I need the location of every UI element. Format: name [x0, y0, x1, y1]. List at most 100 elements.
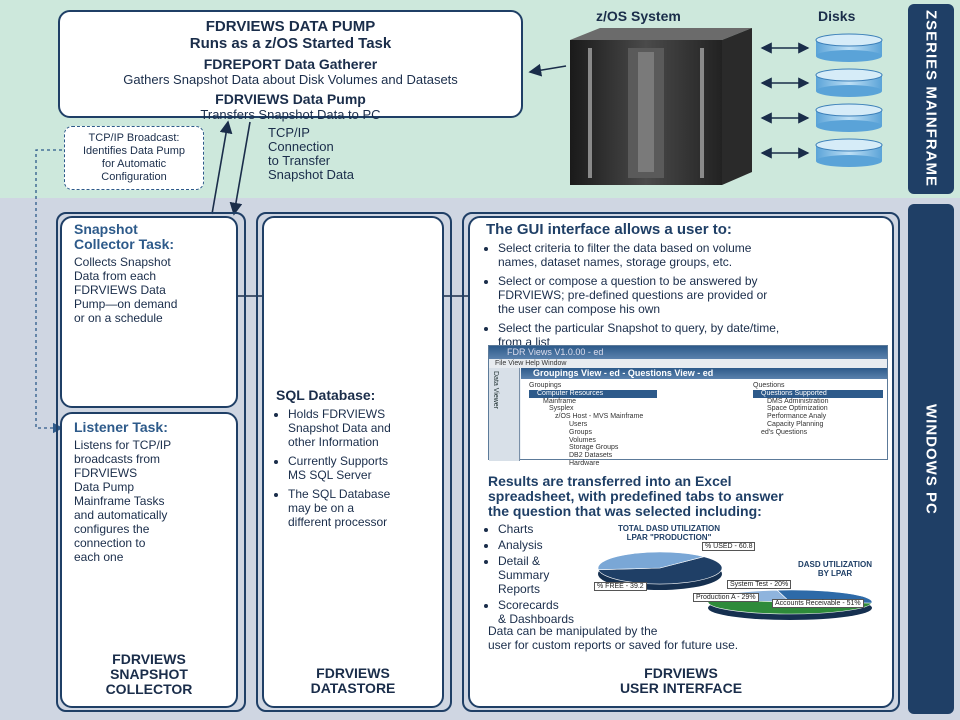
- results-bullet: Charts: [498, 522, 596, 536]
- tree-item: Questions Supported: [753, 389, 883, 398]
- listener-task: Listener Task: Listens for TCP/IP broadc…: [74, 420, 234, 565]
- app-side-tabs: Data Viewer: [489, 368, 520, 461]
- disk-icon: [815, 138, 883, 167]
- results-bullet: Scorecards & Dashboards: [498, 598, 596, 626]
- gatherer-title: FDREPORT Data Gatherer: [203, 56, 378, 72]
- collector-desc-line: Collects Snapshot: [74, 255, 171, 269]
- snapshot-collector-column: [56, 212, 246, 712]
- snapshot-collector-panel: [60, 216, 238, 408]
- results-bullets: Charts Analysis Detail & Summary Reports…: [486, 522, 596, 628]
- tree-item: z/OS Host - MVS Mainframe: [555, 413, 644, 421]
- tree-item: ed's Questions: [761, 428, 808, 436]
- sql-database-title: SQL Database:: [276, 387, 376, 403]
- windows-pc-label: WINDOWS PC: [908, 204, 954, 714]
- pie1-title: TOTAL DASD UTILIZATION LPAR "PRODUCTION": [617, 524, 721, 542]
- server-to-pump-arrow: [528, 63, 567, 77]
- gui-intro: The GUI interface allows a user to: Sele…: [486, 222, 886, 354]
- tree-item: Computer Resources: [529, 389, 657, 398]
- broadcast-line: Identifies Data Pump: [82, 145, 186, 157]
- tree-item: Groups: [569, 428, 592, 436]
- broadcast-dashed-arrow: [35, 149, 64, 434]
- pump-subtitle: Runs as a z/OS Started Task: [189, 35, 392, 52]
- datastore-bullet: Holds FDRVIEWS Snapshot Data and other I…: [288, 407, 440, 449]
- collector-desc-line: Pump—on demand: [74, 297, 178, 311]
- pie-slice: [597, 551, 704, 571]
- results-heading: Results are transferred into an Excel sp…: [488, 473, 784, 519]
- listener-desc-line: each one: [74, 550, 124, 564]
- tree-item: Mainframe: [543, 397, 577, 405]
- listener-desc-line: configures the: [74, 522, 150, 536]
- listener-desc-line: Listens for TCP/IP: [74, 438, 172, 452]
- pie1-label-free: % FREE - 39.2: [594, 582, 647, 591]
- listener-desc-line: broadcasts from: [74, 452, 161, 466]
- tree-item: Space Optimization: [767, 405, 828, 413]
- disk-arrows: [760, 42, 810, 159]
- user-interface-column: [462, 212, 900, 712]
- broadcast-line: TCP/IP Broadcast:: [88, 132, 180, 144]
- datastore-column: [256, 212, 452, 712]
- results-bullet: Detail & Summary Reports: [498, 554, 596, 596]
- pie1-label-used: % USED - 60.8: [702, 542, 756, 551]
- disk-icon: [815, 68, 883, 97]
- footer-line: FDRVIEWS: [644, 665, 718, 681]
- collector-to-pump-arrow: [211, 120, 233, 215]
- results-bullet: Analysis: [498, 538, 596, 552]
- tcpip-broadcast-box: TCP/IP Broadcast: Identifies Data Pump f…: [64, 126, 204, 190]
- tree-item: Hardware: [569, 459, 600, 467]
- tcpip-line: to Transfer: [268, 153, 331, 168]
- broadcast-line: Configuration: [101, 171, 167, 183]
- tcpip-line: TCP/IP: [268, 125, 310, 140]
- tree-item: Sysplex: [549, 405, 574, 413]
- user-interface-panel: [468, 216, 894, 708]
- collector-desc-line: or on a schedule: [74, 311, 163, 325]
- zseries-mainframe-label: ZSERIES MAINFRAME: [908, 4, 954, 194]
- listener-desc-line: Data Pump: [74, 480, 135, 494]
- tree-item: Groupings: [529, 382, 562, 389]
- app-menu-bar: File View Help Window: [489, 359, 887, 368]
- footer-line: SNAPSHOT: [110, 666, 188, 682]
- listener-desc-line: FDRVIEWS: [74, 466, 138, 480]
- tree-item: DB2 Datasets: [569, 452, 613, 460]
- tree-item: Volumes: [569, 436, 596, 444]
- disk-icon: [815, 103, 883, 132]
- datastore-bullet: The SQL Database may be on a different p…: [288, 487, 440, 529]
- disks-label: Disks: [818, 8, 856, 24]
- listener-panel: [60, 412, 238, 708]
- listener-desc-line: and automatically: [74, 508, 168, 522]
- pie2-label-receivable: Accounts Receivable - 51%: [772, 599, 864, 608]
- footer-line: DATASTORE: [310, 680, 396, 696]
- pump-title: FDRVIEWS DATA PUMP: [205, 18, 376, 35]
- zos-system-label: z/OS System: [596, 8, 681, 24]
- tcpip-line: Snapshot Data: [268, 167, 355, 182]
- listener-desc-line: Mainframe Tasks: [74, 494, 165, 508]
- pie-slice: [597, 556, 723, 585]
- fdr-views-app-screenshot: FDR Views V1.0.00 - ed File View Help Wi…: [488, 345, 888, 467]
- collector-footer: FDRVIEWS SNAPSHOT COLLECTOR: [60, 652, 238, 697]
- disk-icon: [815, 33, 883, 62]
- broadcast-line: for Automatic: [101, 158, 167, 170]
- closing-text: Data can be manipulated by the user for …: [488, 624, 739, 652]
- datastore-panel: [262, 216, 444, 708]
- listener-desc-line: connection to: [74, 536, 146, 550]
- gui-bullet: Select or compose a question to be answe…: [498, 274, 886, 316]
- tcpip-line: Connection: [268, 139, 334, 154]
- data-pump-box: FDRVIEWS DATA PUMP Runs as a z/OS Starte…: [58, 10, 523, 122]
- gui-heading: The GUI interface allows a user to:: [486, 221, 732, 238]
- app-title-bar: FDR Views V1.0.00 - ed: [489, 346, 887, 359]
- disk-icons: [815, 33, 883, 167]
- pie1-chart: [597, 551, 723, 590]
- collector-task-title: Collector Task:: [74, 236, 175, 252]
- datastore-bullet: Currently Supports MS SQL Server: [288, 454, 440, 482]
- pie2-label-system-test: System Test - 20%: [727, 580, 792, 589]
- footer-line: FDRVIEWS: [316, 665, 390, 681]
- app-pane: Groupings View - ed - Questions View - e…: [521, 368, 887, 467]
- pump-to-collector-arrow: [229, 121, 251, 216]
- tcpip-connection-label: TCP/IP Connection to Transfer Snapshot D…: [268, 126, 398, 182]
- tree-item: Questions: [753, 382, 785, 389]
- collector-task: Snapshot Collector Task: Collects Snapsh…: [74, 222, 234, 326]
- gatherer-desc: Gathers Snapshot Data about Disk Volumes…: [123, 72, 458, 87]
- data-pump-title: FDRVIEWS Data Pump: [215, 91, 366, 107]
- tree-item: Performance Analy: [767, 413, 827, 421]
- pie2-label-production: Production A - 29%: [693, 593, 759, 602]
- collector-desc-line: FDRVIEWS Data: [74, 283, 166, 297]
